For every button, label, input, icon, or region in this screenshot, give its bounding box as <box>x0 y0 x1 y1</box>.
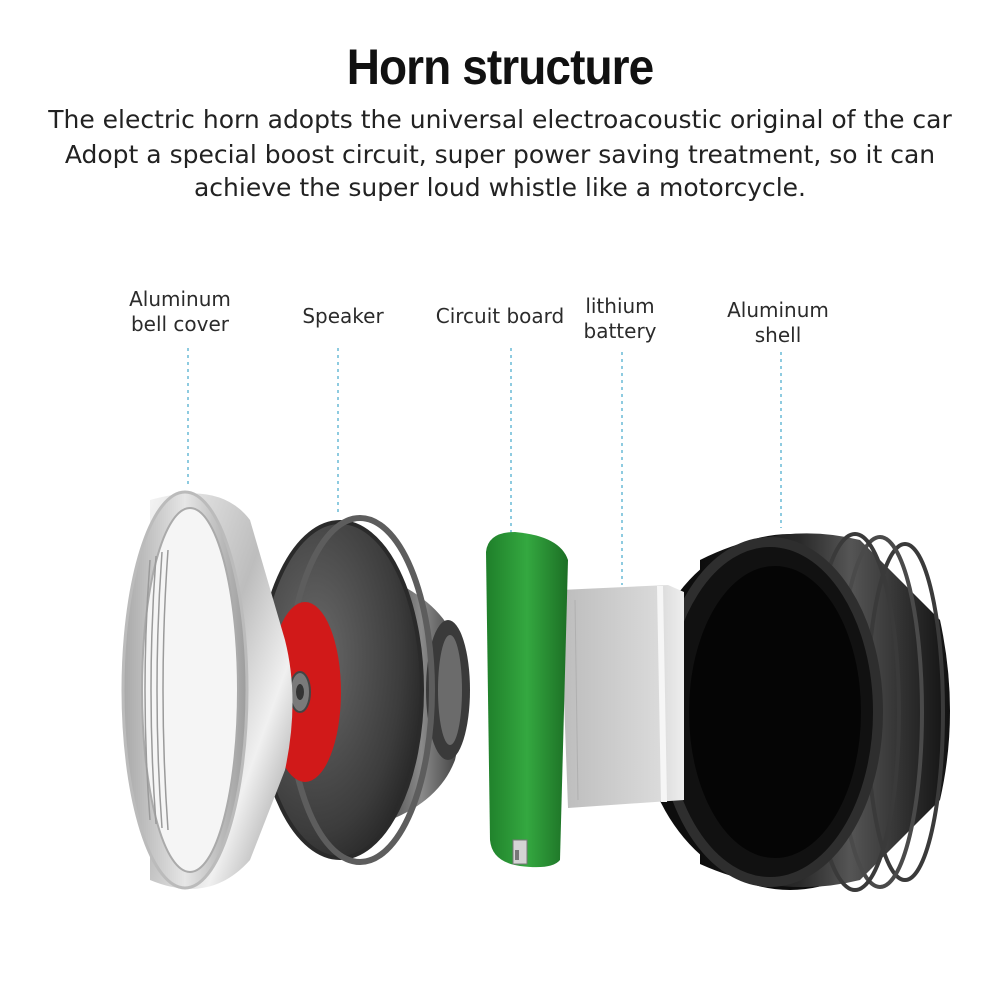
label-line: shell <box>754 323 802 347</box>
label-line: bell cover <box>130 312 230 336</box>
label-circuit-board: Circuit board <box>436 304 565 329</box>
label-line: Aluminum <box>129 287 231 311</box>
label-aluminum-bell-cover: Aluminum bell cover <box>129 287 231 337</box>
subtitle-line-2: Adopt a special boost circuit, super pow… <box>64 140 936 169</box>
page-title: Horn structure <box>346 39 655 95</box>
label-line: Aluminum <box>727 298 829 322</box>
label-line: Speaker <box>302 304 384 328</box>
label-line: battery <box>583 319 657 343</box>
label-line: lithium <box>585 294 655 318</box>
circuit-board <box>486 532 568 868</box>
lithium-battery <box>560 585 684 808</box>
subtitle-line-1: The electric horn adopts the universal e… <box>48 105 952 134</box>
aluminum-bell-cover <box>121 490 293 890</box>
subtitle-line-3: achieve the super loud whistle like a mo… <box>193 173 807 202</box>
label-line: Circuit board <box>435 304 565 328</box>
aluminum-shell <box>640 532 950 892</box>
label-lithium-battery: lithium battery <box>584 294 657 344</box>
label-aluminum-shell: Aluminum shell <box>727 298 829 348</box>
label-speaker: Speaker <box>302 304 383 329</box>
